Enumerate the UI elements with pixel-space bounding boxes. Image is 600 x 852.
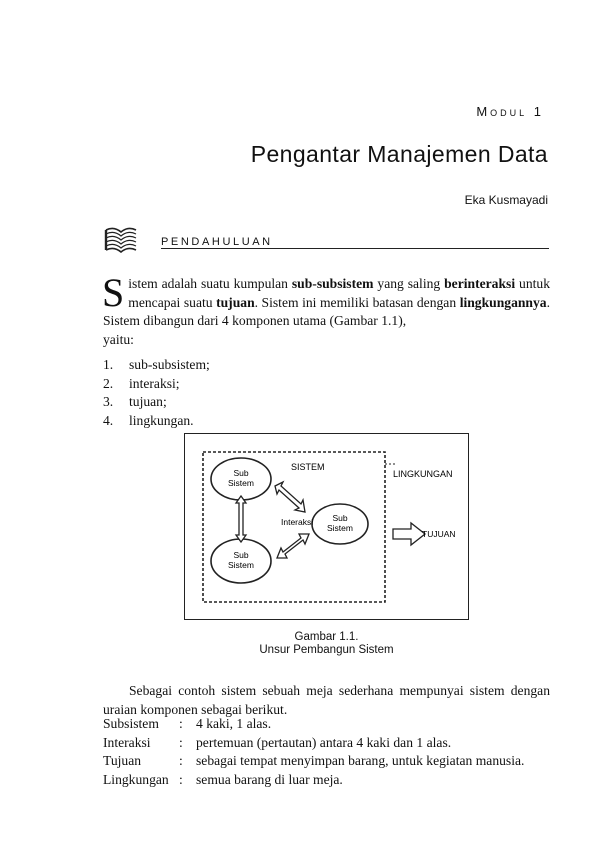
component-list: 1.sub-subsistem; 2.interaksi; 3.tujuan; … — [103, 356, 210, 431]
list-text: lingkungan. — [129, 413, 194, 429]
definition-term: Tujuan — [103, 753, 142, 769]
subsystem-label: Sistem — [327, 523, 353, 533]
definition-desc: sebagai tempat menyimpan barang, untuk k… — [196, 753, 525, 769]
section-heading-text: PENDAHULUAN — [161, 236, 275, 248]
list-number: 2. — [103, 375, 114, 391]
double-arrow-icon — [274, 480, 306, 513]
figure-caption-number: Gambar 1.1. — [294, 631, 359, 643]
double-arrow-icon — [276, 533, 310, 559]
intro-paragraph: S istem adalah suatu kumpulan sub-subsis… — [102, 270, 550, 349]
list-text: sub-subsistem; — [129, 357, 210, 372]
intro-text: yang saling — [373, 276, 445, 291]
label-lingkungan: LINGKUNGAN — [393, 469, 453, 479]
list-number: 4. — [103, 413, 114, 429]
subsystem-node — [311, 503, 369, 545]
intro-text: istem adalah suatu kumpulan — [128, 276, 292, 291]
definition-row: Subsistem:4 kaki, 1 alas. — [103, 715, 524, 734]
double-arrow-icon — [234, 494, 248, 544]
example-paragraph: Sebagai contoh sistem sebuah meja sederh… — [103, 683, 550, 717]
subsystem-label: Sub — [233, 550, 248, 560]
definition-row: Lingkungan: semua barang di luar meja. — [103, 771, 524, 790]
output-arrow-icon — [392, 521, 427, 547]
intro-text: untuk mencapai suatu — [128, 276, 550, 310]
intro-text: . Sistem ini memiliki batasan dengan — [254, 294, 457, 310]
page-title: Pengantar Manajemen Data — [250, 141, 548, 167]
figure-caption-title: Unsur Pembangun Sistem — [259, 644, 394, 656]
label-interaksi: Interaksi — [281, 517, 313, 527]
definition-desc: pertemuan (pertautan) antara 4 kaki dan … — [196, 734, 452, 750]
definition-colon: : — [179, 753, 183, 769]
term-subsistem: sub-subsistem — [291, 276, 374, 291]
label-sistem: SISTEM — [291, 462, 325, 472]
list-item: 2. interaksi; — [103, 375, 210, 394]
subsystem-label: Sub — [233, 468, 248, 478]
list-number: 1. — [103, 357, 114, 372]
definition-term: Lingkungan — [103, 772, 169, 788]
term-berinteraksi: berinteraksi — [444, 276, 516, 291]
intro-text: yaitu: — [103, 331, 134, 347]
drop-cap: S — [102, 270, 125, 315]
definition-colon: : — [179, 772, 183, 788]
label-tujuan: TUJUAN — [422, 529, 456, 539]
list-item: 3. tujuan; — [103, 393, 210, 412]
section-heading: PENDAHULUAN — [161, 232, 549, 249]
definition-row: Interaksi: pertemuan (pertautan) antara 4… — [103, 734, 524, 753]
subsystem-label: Sistem — [228, 560, 254, 570]
book-icon — [104, 227, 137, 254]
definition-colon: : — [179, 734, 183, 750]
system-boundary — [202, 451, 386, 603]
definition-row: Tujuan: sebagai tempat menyimpan barang, … — [103, 752, 524, 771]
definition-list: Subsistem:4 kaki, 1 alas. Interaksi:pert… — [103, 715, 524, 790]
system-diagram: SISTEM LINGKUNGAN Sub Sistem Sub Sistem … — [184, 433, 469, 620]
definition-colon: : — [179, 716, 183, 731]
list-text: interaksi; — [129, 375, 180, 391]
definition-desc: semua barang di luar meja. — [196, 772, 343, 788]
list-number: 3. — [103, 394, 114, 410]
definition-term: Subsistem — [103, 716, 159, 731]
author-name: Eka Kusmayadi — [464, 193, 548, 207]
list-text: tujuan; — [129, 394, 167, 410]
diagram-svg: SISTEM LINGKUNGAN Sub Sistem Sub Sistem … — [202, 451, 456, 603]
module-label: Modul 1 — [476, 104, 544, 119]
definition-term: Interaksi — [103, 734, 151, 750]
subsystem-label: Sistem — [228, 478, 254, 488]
list-item: 4. lingkungan. — [103, 412, 210, 431]
definition-desc: 4 kaki, 1 alas. — [196, 716, 272, 731]
subsystem-label: Sub — [332, 513, 347, 523]
term-lingkungan: lingkungannya — [459, 294, 547, 310]
term-tujuan: tujuan — [216, 294, 255, 310]
intro-text: . Sistem dibangun dari 4 komponen utama … — [103, 294, 550, 329]
list-item: 1. sub-subsistem; — [103, 356, 210, 375]
